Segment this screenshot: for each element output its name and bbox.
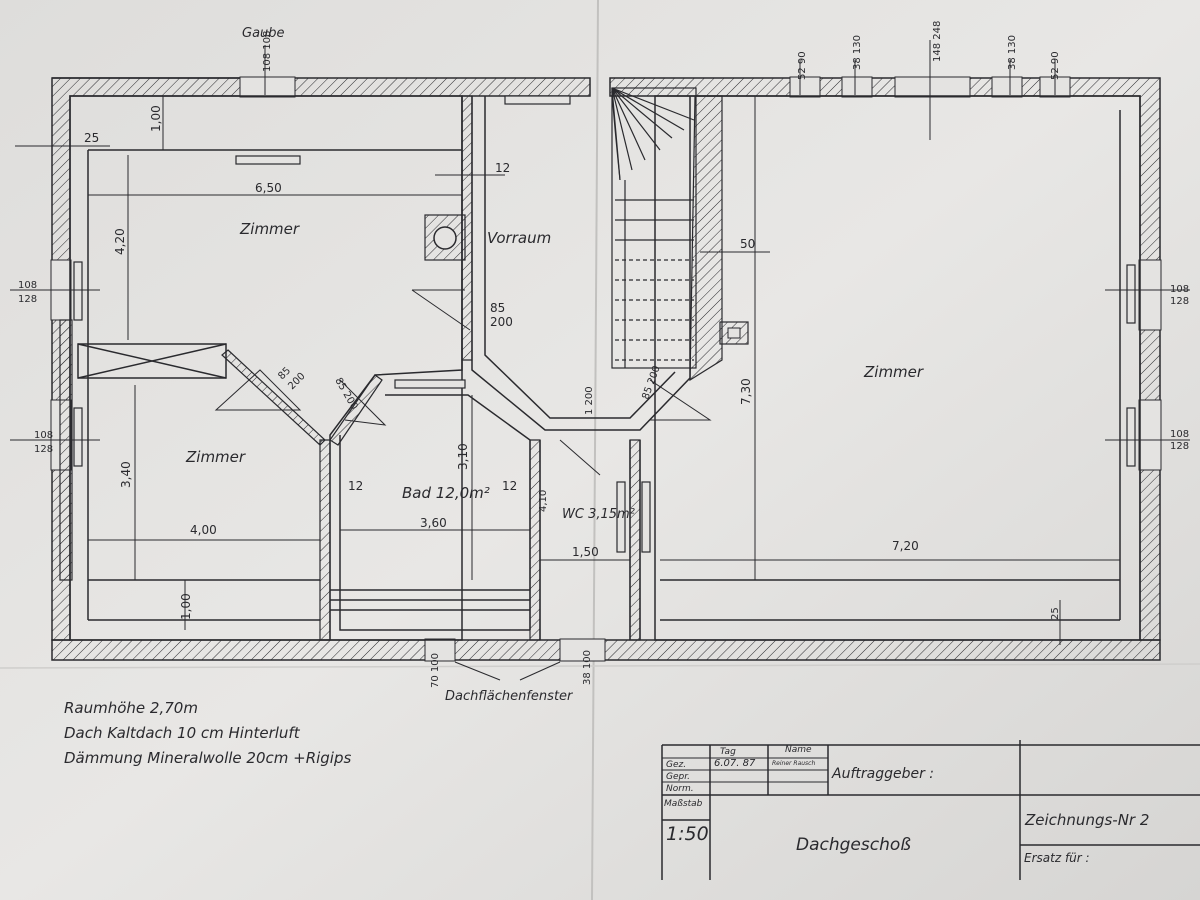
dim-12-bad-right: 12 — [502, 479, 517, 493]
room-label-right: Zimmer — [863, 363, 924, 381]
dim-1-200: 1 200 — [584, 386, 595, 415]
door-swings — [214, 289, 712, 476]
dim-200: 200 — [490, 315, 513, 329]
dim-7-30: 7,30 — [739, 378, 753, 405]
dim-4-20: 4,20 — [113, 228, 127, 255]
tb-scale: 1:50 — [666, 823, 709, 845]
note-insulation: Dämmung Mineralwolle 20cm +Rigips — [64, 749, 351, 767]
dim-1-50: 1,50 — [572, 545, 599, 559]
win-top-5: 52 90 — [1050, 51, 1061, 80]
tb-ersatz: Ersatz für : — [1024, 851, 1090, 865]
win-right-2-b: 128 — [1170, 441, 1189, 452]
radiators — [73, 95, 1136, 553]
skylight-label: Dachflächenfenster — [445, 689, 574, 704]
win-gaube: 108 108 — [262, 31, 273, 72]
tb-norm-label: Norm. — [666, 784, 694, 794]
win-left-2-a: 108 — [34, 430, 53, 441]
dim-12-bad-left: 12 — [348, 479, 363, 493]
title-block — [661, 740, 1200, 880]
room-label-bottom-left: Zimmer — [185, 448, 246, 466]
tb-massstab-label: Maßstab — [664, 799, 703, 809]
win-right-1-b: 128 — [1170, 296, 1189, 307]
room-label-vorraum: Vorraum — [487, 229, 551, 247]
dim-3-60: 3,60 — [420, 516, 447, 530]
dim-3-40: 3,40 — [119, 461, 133, 488]
dim-4-10: 4,10 — [538, 490, 549, 512]
skylight-box — [77, 343, 227, 379]
win-left-1-b: 128 — [18, 294, 37, 305]
tb-gez-name: Reiner Rausch — [772, 760, 815, 767]
dim-50: 50 — [740, 237, 755, 251]
win-right-1-a: 108 — [1170, 284, 1189, 295]
dim-1-00-top: 1,00 — [149, 105, 163, 132]
dim-6-50: 6,50 — [255, 181, 282, 195]
win-top-1: 52 90 — [797, 51, 808, 80]
hatched-interior-walls — [59, 95, 723, 641]
dim-25-left: 25 — [84, 131, 99, 145]
win-top-3: 148 248 — [932, 21, 943, 62]
staircase — [611, 87, 697, 369]
paper-fold — [591, 0, 599, 900]
dimension-lines — [10, 40, 1190, 681]
notes: Raumhöhe 2,70m Dach Kaltdach 10 cm Hinte… — [64, 699, 351, 767]
tb-gez-label: Gez. — [666, 760, 686, 770]
room-label-bad: Bad 12,0m² — [402, 484, 490, 502]
note-room-height: Raumhöhe 2,70m — [64, 699, 198, 717]
tb-auftraggeber: Auftraggeber : — [831, 766, 934, 782]
win-left-1-a: 108 — [18, 280, 37, 291]
note-roof: Dach Kaltdach 10 cm Hinterluft — [64, 724, 301, 742]
tb-gez-date: 6.07. 87 — [714, 758, 756, 769]
dim-7-20: 7,20 — [892, 539, 919, 553]
paper-fold-horizontal — [0, 663, 1200, 669]
tb-title: Dachgeschoß — [796, 835, 911, 855]
dim-25-right: 25 — [1050, 607, 1061, 620]
tb-tag-header: Tag — [720, 747, 736, 757]
dim-12-vorraum: 12 — [495, 161, 510, 175]
win-top-4: 38 130 — [1007, 35, 1018, 70]
win-bottom-1: 70 100 — [430, 653, 441, 688]
tb-name-header: Name — [785, 745, 812, 755]
room-label-top-left: Zimmer — [239, 220, 300, 238]
room-label-wc: WC 3,15m² — [562, 507, 635, 522]
dim-4-00: 4,00 — [190, 523, 217, 537]
win-top-2: 38 130 — [852, 35, 863, 70]
win-bottom-2: 38 100 — [582, 650, 593, 685]
tb-gepr-label: Gepr. — [666, 772, 690, 782]
chimney — [424, 214, 749, 345]
dim-85: 85 — [490, 301, 505, 315]
dim-1-00-bottom: 1,00 — [179, 593, 193, 620]
win-left-2-b: 128 — [34, 444, 53, 455]
win-right-2-a: 108 — [1170, 429, 1189, 440]
gaube-label: Gaube — [242, 26, 285, 41]
dim-3-10: 3,10 — [456, 443, 470, 470]
tb-drawing-no: Zeichnungs-Nr 2 — [1024, 811, 1149, 829]
